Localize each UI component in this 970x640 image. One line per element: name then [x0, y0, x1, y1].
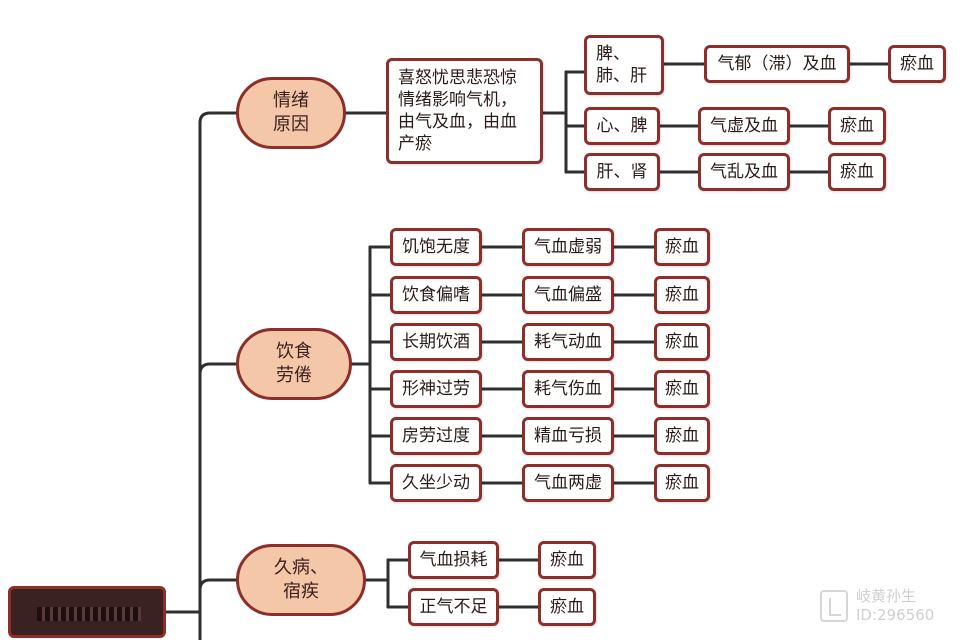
chain-2-5-cause: 房劳过度 — [390, 417, 482, 455]
chain-2-3-cause: 长期饮酒 — [390, 323, 482, 361]
chain-2-4-result: 瘀血 — [654, 370, 710, 408]
emotional-cause-description: 喜怒忧思悲恐惊 情绪影响气机， 由气及血，由血 产瘀 — [386, 58, 543, 164]
root-node — [8, 586, 166, 638]
chain-2-1-cause: 饥饱无度 — [390, 228, 482, 266]
category-diet-and-fatigue: 饮食 劳倦 — [236, 328, 352, 400]
chain-2-6-mechanism: 气血两虚 — [522, 464, 614, 502]
chain-1-3-mechanism: 气乱及血 — [698, 153, 790, 191]
chain-1-3-result: 瘀血 — [828, 153, 886, 191]
category-chronic-illness: 久病、 宿疾 — [236, 544, 366, 616]
chain-2-2-mechanism: 气血偏盛 — [522, 276, 614, 314]
chain-2-5-result: 瘀血 — [654, 417, 710, 455]
chain-1-1-cause: 脾、 肺、肝 — [584, 35, 664, 95]
chain-3-1-result: 瘀血 — [538, 541, 596, 579]
chain-2-6-result: 瘀血 — [654, 464, 710, 502]
chain-1-1-mechanism: 气郁（滞）及血 — [704, 45, 850, 83]
chain-2-4-cause: 形神过劳 — [390, 370, 482, 408]
chain-1-2-result: 瘀血 — [828, 107, 886, 145]
watermark-logo-icon — [820, 590, 848, 622]
chain-3-2-mechanism: 正气不足 — [408, 588, 499, 626]
chain-2-5-mechanism: 精血亏损 — [522, 417, 614, 455]
chain-2-3-mechanism: 耗气动血 — [522, 323, 614, 361]
category-emotional-causes: 情绪 原因 — [236, 77, 346, 149]
watermark: 岐黄孙生 ID:296560 — [820, 584, 954, 628]
watermark-line1: 岐黄孙生 — [856, 587, 917, 605]
chain-2-1-result: 瘀血 — [654, 228, 710, 266]
chain-3-1-mechanism: 气血损耗 — [408, 541, 499, 579]
chain-2-2-cause: 饮食偏嗜 — [390, 276, 482, 314]
chain-2-2-result: 瘀血 — [654, 276, 710, 314]
chain-1-2-mechanism: 气虚及血 — [698, 107, 790, 145]
chain-2-6-cause: 久坐少动 — [390, 464, 482, 502]
root-node-obscured-title — [37, 607, 141, 621]
chain-1-3-cause: 肝、肾 — [584, 153, 660, 191]
watermark-line2: ID:296560 — [856, 606, 935, 624]
watermark-text: 岐黄孙生 ID:296560 — [856, 587, 934, 625]
chain-2-3-result: 瘀血 — [654, 323, 710, 361]
chain-3-2-result: 瘀血 — [538, 588, 596, 626]
chain-2-4-mechanism: 耗气伤血 — [522, 370, 614, 408]
chain-1-2-cause: 心、脾 — [584, 107, 660, 145]
chain-2-1-mechanism: 气血虚弱 — [522, 228, 614, 266]
chain-1-1-result: 瘀血 — [888, 45, 946, 83]
